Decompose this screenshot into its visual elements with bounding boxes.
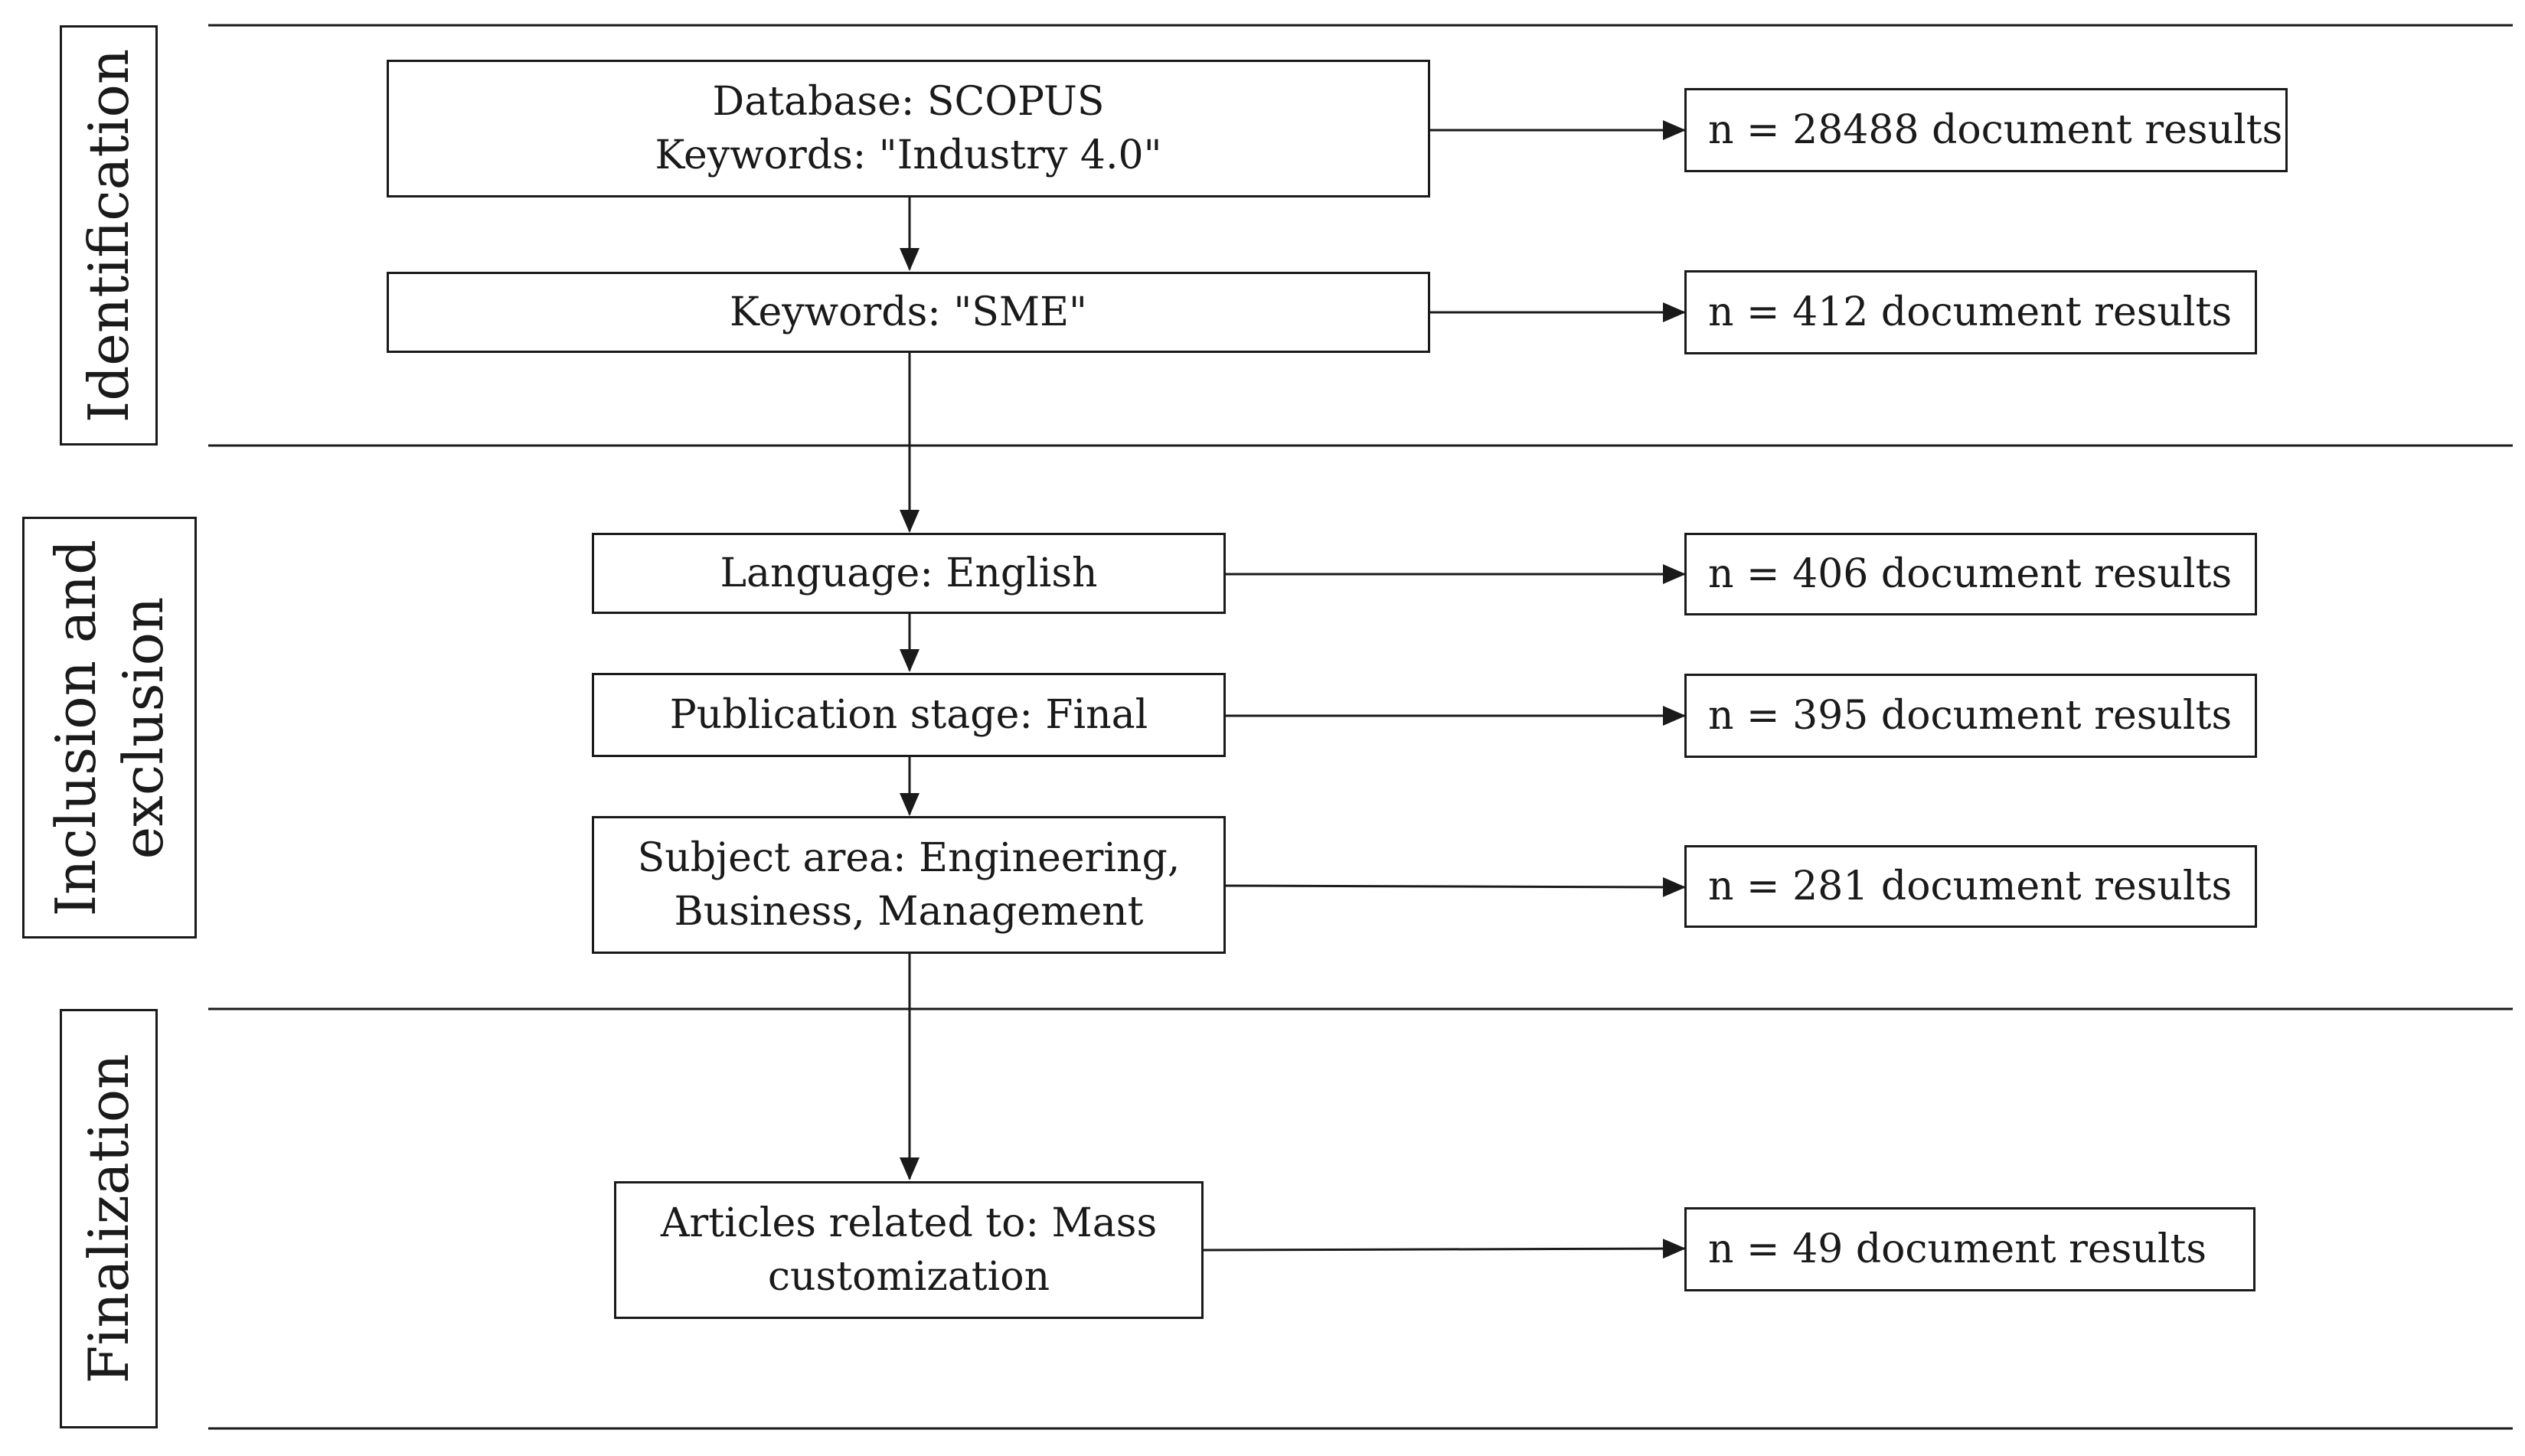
stage-finalization-line-1: Finalization xyxy=(77,1053,141,1384)
stage-finalization-label: Finalization xyxy=(75,1054,142,1384)
result-keywords-sme: n = 412 document results xyxy=(1684,270,2257,354)
step-publication-line-1: Publication stage: Final xyxy=(669,692,1148,738)
step-articles-mass-customization: Articles related to: Mass customization xyxy=(614,1181,1204,1319)
result-database: n = 28488 document results xyxy=(1684,88,2288,172)
result-subject-area: n = 281 document results xyxy=(1684,845,2257,928)
result-language-text: n = 406 document results xyxy=(1708,551,2233,597)
step-language-line-1: Language: English xyxy=(720,550,1098,596)
step-database-scopus: Database: SCOPUS Keywords: "Industry 4.0… xyxy=(387,60,1430,198)
result-articles-text: n = 49 document results xyxy=(1708,1226,2207,1272)
step-subject-area: Subject area: Engineering, Business, Man… xyxy=(592,816,1226,954)
stage-finalization: Finalization xyxy=(60,1009,158,1428)
stage-identification-line-1: Identification xyxy=(77,48,141,423)
stage-inclusion-line-1: Inclusion and xyxy=(44,539,108,916)
result-subject-text: n = 281 document results xyxy=(1708,863,2233,909)
stage-identification: Identification xyxy=(60,25,158,446)
result-database-text: n = 28488 document results xyxy=(1708,107,2283,153)
arrow-subject-to-result xyxy=(1225,877,1686,897)
step-publication-stage: Publication stage: Final xyxy=(592,673,1226,757)
step-subject-line-1: Subject area: Engineering, xyxy=(637,835,1181,881)
result-keywords-sme-text: n = 412 document results xyxy=(1708,289,2233,335)
result-language: n = 406 document results xyxy=(1684,533,2257,615)
step-articles-line-1: Articles related to: Mass xyxy=(660,1200,1158,1246)
step-database-line-1: Database: SCOPUS xyxy=(712,79,1105,125)
step-articles-line-2: customization xyxy=(767,1254,1050,1300)
stage-identification-label: Identification xyxy=(75,48,142,422)
step-subject-line-2: Business, Management xyxy=(674,889,1144,935)
stage-inclusion-exclusion: Inclusion and exclusion xyxy=(22,517,197,939)
stage-inclusion-exclusion-label: Inclusion and exclusion xyxy=(42,539,177,916)
result-publication-stage: n = 395 document results xyxy=(1684,674,2257,758)
step-keywords-sme: Keywords: "SME" xyxy=(387,272,1430,353)
step-language: Language: English xyxy=(592,533,1226,614)
arrow-articles-to-result xyxy=(1203,1239,1686,1259)
result-publication-text: n = 395 document results xyxy=(1708,693,2233,739)
step-keywords-sme-line-1: Keywords: "SME" xyxy=(730,289,1087,335)
step-database-line-2: Keywords: "Industry 4.0" xyxy=(655,132,1162,178)
stage-inclusion-line-2: exclusion xyxy=(111,596,175,859)
result-articles: n = 49 document results xyxy=(1684,1207,2256,1291)
